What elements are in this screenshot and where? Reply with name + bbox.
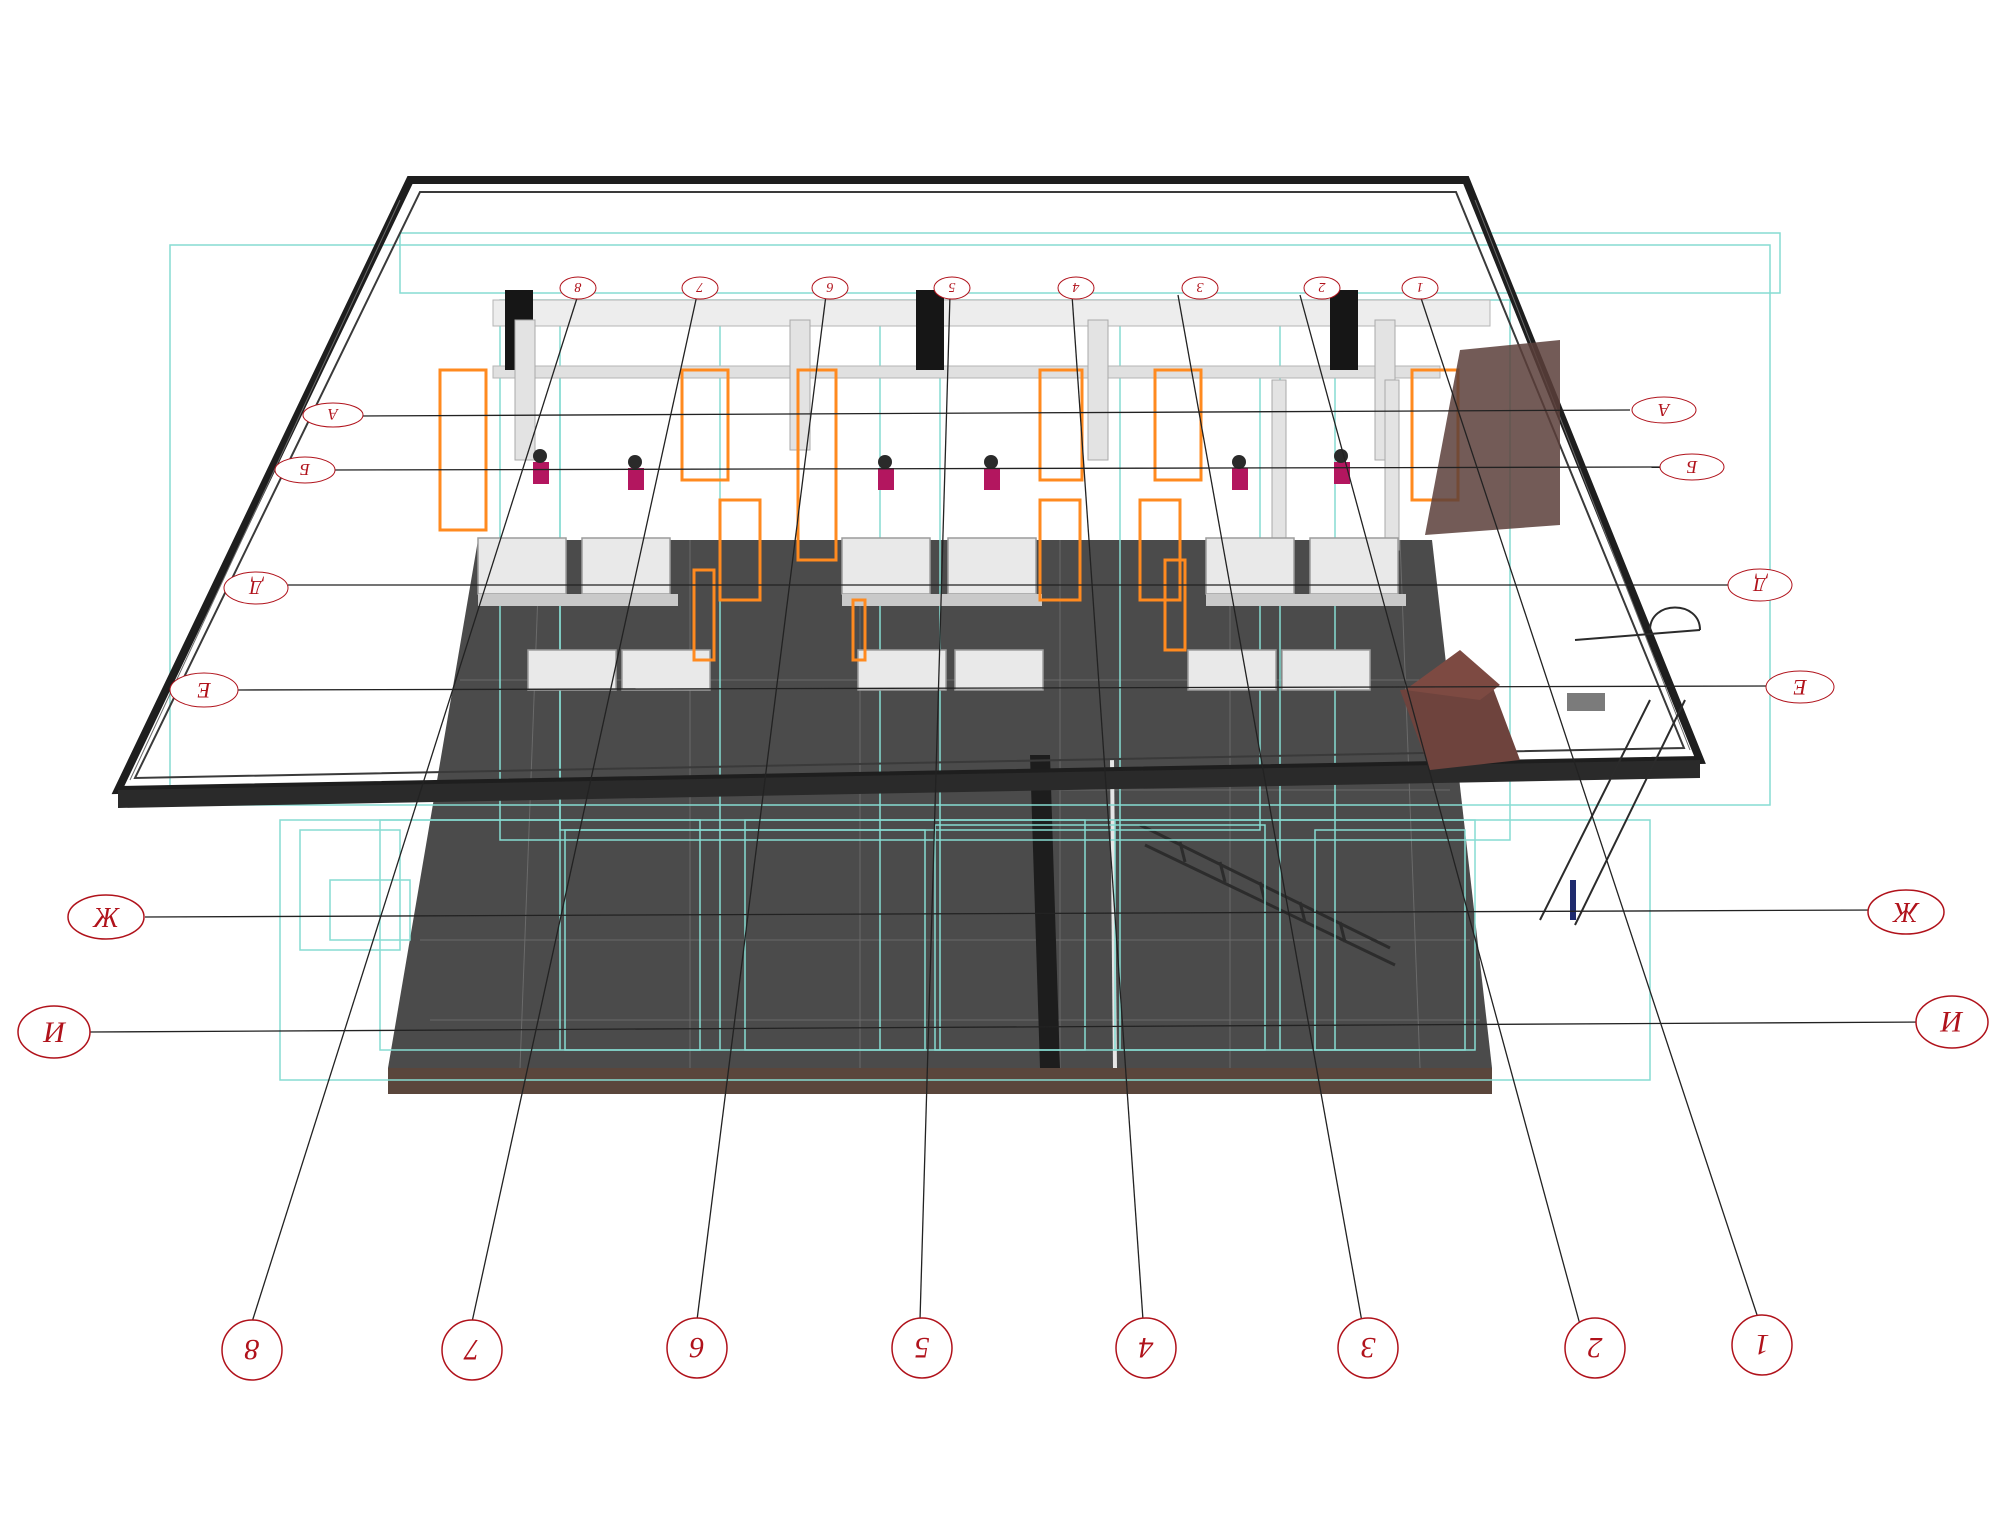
top-column-label-3-text: 3 bbox=[1197, 279, 1205, 294]
axis-labels: 1 2 3 4 5 6 7 8 bbox=[17, 276, 1989, 1381]
row-label-И-left-text: И bbox=[42, 1016, 67, 1049]
column-label-3-text: 3 bbox=[1361, 1331, 1377, 1364]
row-label-Ж-left-text: Ж bbox=[92, 903, 120, 934]
column-label-4: 4 bbox=[1115, 1317, 1177, 1379]
axis-line-7 bbox=[471, 294, 698, 1323]
column-label-1-text: 1 bbox=[1755, 1328, 1770, 1361]
top-column-label-3: 3 bbox=[1181, 276, 1219, 300]
row-label-Е-right: Е bbox=[1765, 670, 1835, 704]
top-column-label-8: 8 bbox=[559, 276, 597, 300]
top-column-label-8-text: 8 bbox=[575, 279, 582, 294]
row-label-Д-left: Д bbox=[223, 571, 289, 605]
axis-line-А bbox=[359, 409, 1631, 417]
row-label-Д-right-text: Д bbox=[1752, 573, 1768, 595]
column-label-5-text: 5 bbox=[915, 1331, 930, 1364]
column-label-2: 2 bbox=[1564, 1317, 1626, 1379]
top-column-label-2: 2 bbox=[1303, 276, 1341, 300]
column-label-2-text: 2 bbox=[1588, 1331, 1603, 1364]
row-label-Ж-left: Ж bbox=[67, 894, 145, 940]
column-label-6-text: 6 bbox=[690, 1331, 705, 1364]
row-label-А-right: А bbox=[1631, 396, 1697, 424]
column-label-8: 8 bbox=[221, 1319, 283, 1381]
axis-line-6 bbox=[696, 294, 827, 1321]
row-label-И-right: И bbox=[1915, 995, 1989, 1049]
row-label-Д-right: Д bbox=[1727, 568, 1793, 602]
column-label-8-text: 8 bbox=[245, 1333, 260, 1366]
top-column-label-7-text: 7 bbox=[696, 279, 704, 294]
top-column-label-2-text: 2 bbox=[1319, 279, 1326, 294]
top-column-label-4: 4 bbox=[1057, 276, 1095, 300]
occupants bbox=[533, 449, 1350, 490]
row-label-И-left: И bbox=[17, 1005, 91, 1059]
top-column-label-6: 6 bbox=[811, 276, 849, 300]
column-label-4-text: 4 bbox=[1139, 1331, 1154, 1364]
row-label-А-left-text: А bbox=[328, 405, 339, 422]
column-label-7: 7 bbox=[441, 1319, 503, 1381]
axis-line-И bbox=[89, 1021, 1931, 1033]
axis-line-1 bbox=[1419, 294, 1763, 1331]
column-label-6: 6 bbox=[666, 1317, 728, 1379]
top-column-label-4-text: 4 bbox=[1073, 279, 1080, 294]
axis-line-Б bbox=[329, 466, 1661, 471]
row-label-Ж-right: Ж bbox=[1867, 889, 1945, 935]
row-label-Б-right-text: Б bbox=[1686, 457, 1698, 477]
row-label-А-left: А bbox=[302, 402, 364, 428]
row-label-Б-right: Б bbox=[1659, 453, 1725, 481]
column-label-5: 5 bbox=[891, 1317, 953, 1379]
row-label-Е-left-text: Е bbox=[197, 678, 212, 703]
row-label-Б-left: Б bbox=[274, 456, 336, 484]
axis-line-Е bbox=[237, 685, 1771, 691]
axis-line-3 bbox=[1177, 294, 1363, 1323]
column-label-1: 1 bbox=[1731, 1314, 1793, 1376]
row-label-Д-left-text: Д bbox=[248, 576, 264, 598]
row-label-И-right-text: И bbox=[1939, 1005, 1964, 1038]
upper-beams bbox=[492, 290, 1491, 551]
top-column-label-5: 5 bbox=[933, 276, 971, 300]
top-column-label-1: 1 bbox=[1401, 276, 1439, 300]
row-label-Е-right-text: Е bbox=[1793, 675, 1808, 700]
axis-line-Ж bbox=[144, 909, 1881, 918]
axis-line-8 bbox=[251, 294, 579, 1323]
row-label-Ж-right-text: Ж bbox=[1892, 896, 1920, 927]
axis-line-4 bbox=[1071, 294, 1144, 1321]
row-label-Е-left: Е bbox=[169, 672, 239, 708]
row-label-Б-left-text: Б bbox=[300, 460, 311, 479]
top-column-label-6-text: 6 bbox=[827, 279, 834, 294]
column-label-7-text: 7 bbox=[463, 1333, 480, 1366]
row-label-А-right-text: А bbox=[1658, 400, 1671, 420]
column-label-3: 3 bbox=[1337, 1317, 1399, 1379]
top-column-label-5-text: 5 bbox=[949, 279, 956, 294]
axis-lines bbox=[89, 294, 1931, 1333]
top-column-label-7: 7 bbox=[681, 276, 719, 300]
top-column-label-1-text: 1 bbox=[1417, 279, 1424, 294]
axis-line-5 bbox=[919, 294, 951, 1321]
